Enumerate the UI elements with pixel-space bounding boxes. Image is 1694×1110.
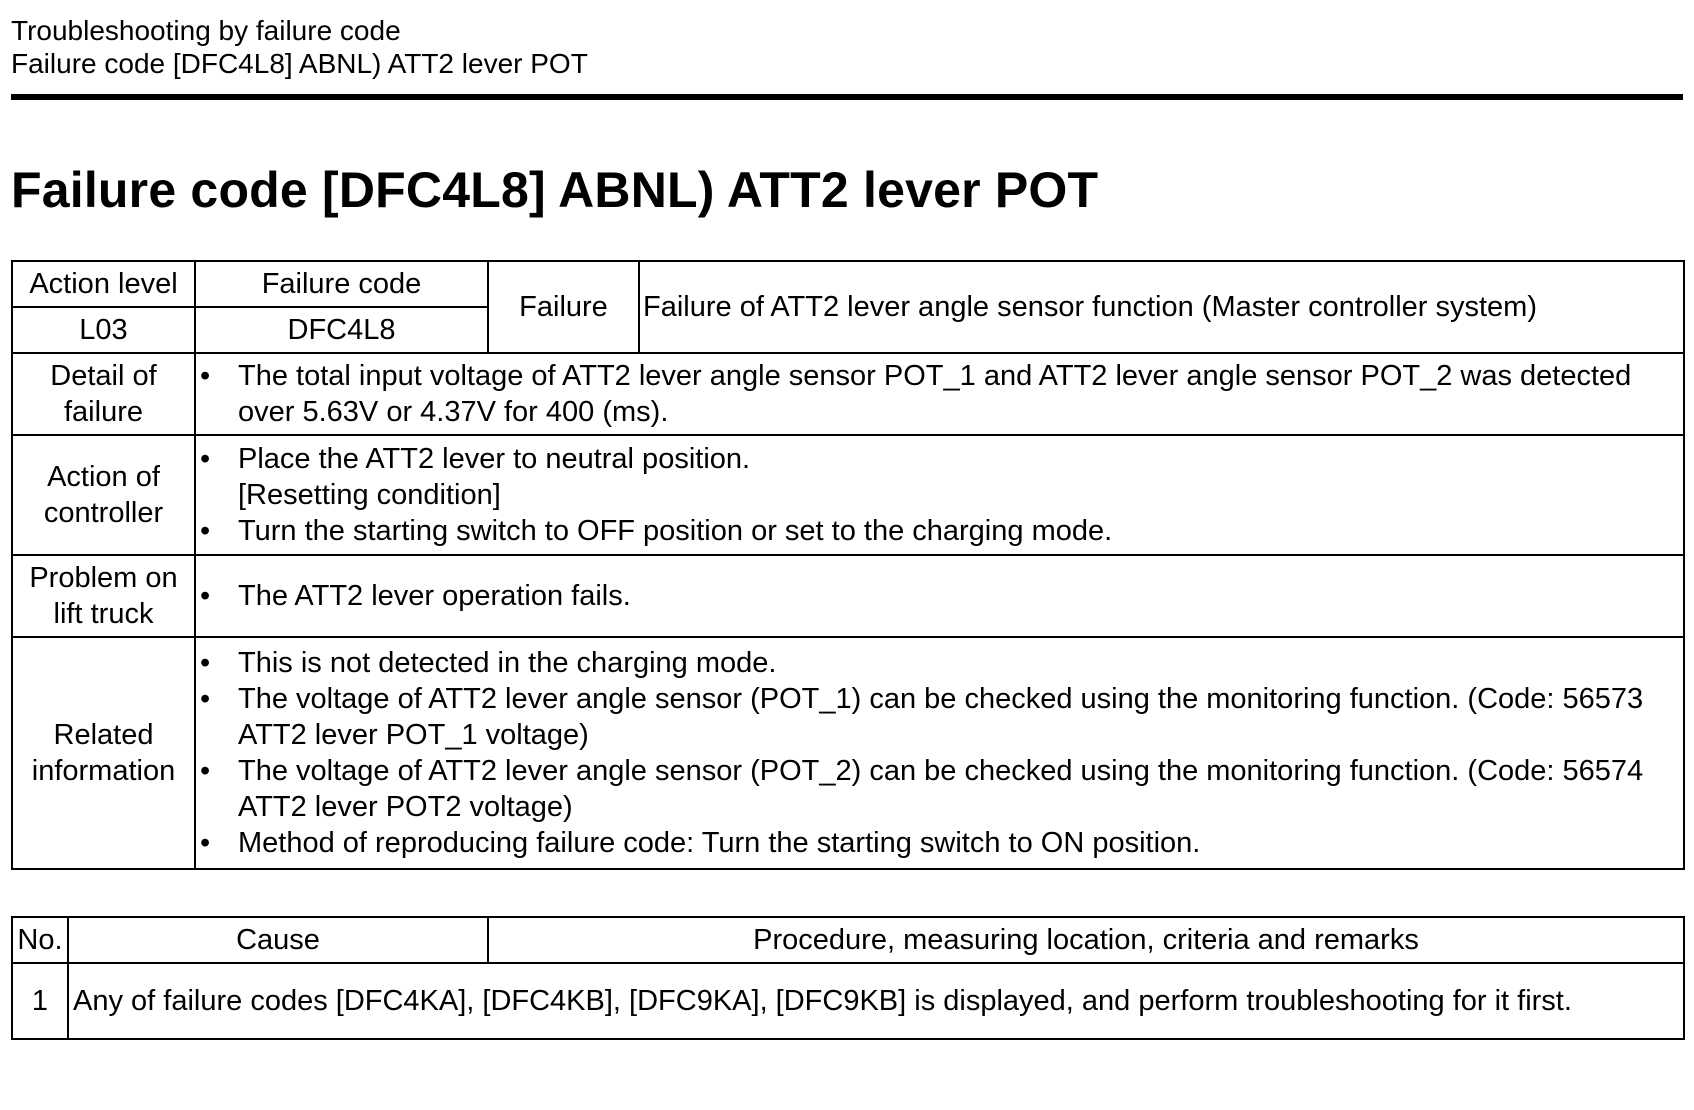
item-text: The voltage of ATT2 lever angle sensor (… (238, 683, 1644, 751)
info-row-label: Action of controller (11, 434, 196, 556)
bullet-icon: • (200, 827, 211, 859)
page-title: Failure code [DFC4L8] ABNL) ATT2 lever P… (11, 162, 1099, 218)
item-text: The voltage of ATT2 lever angle sensor (… (238, 755, 1644, 823)
bullet-item: • The voltage of ATT2 lever angle sensor … (200, 753, 1675, 825)
info-row-label: Related information (11, 636, 196, 870)
bullet-icon: • (200, 360, 211, 392)
column-header-no: No. (11, 916, 69, 964)
cause-number: 1 (11, 962, 69, 1040)
info-row-content: • The total input voltage of ATT2 lever a… (194, 352, 1685, 436)
item-text: This is not detected in the charging mod… (238, 647, 777, 679)
manual-page: Troubleshooting by failure code Failure … (11, 14, 1685, 1040)
info-row-content: • Place the ATT2 lever to neutral positio… (194, 434, 1685, 556)
item-text: The total input voltage of ATT2 lever an… (238, 360, 1632, 428)
column-header-cause: Cause (67, 916, 489, 964)
item-text: Turn the starting switch to OFF position… (238, 515, 1113, 547)
bullet-icon: • (200, 515, 211, 547)
running-header: Troubleshooting by failure code Failure … (11, 14, 1683, 80)
failure-description: Failure of ATT2 lever angle sensor funct… (638, 260, 1685, 354)
info-row: Action of controller• Place the ATT2 leve… (11, 434, 1685, 556)
failure-code-label: Failure code (194, 260, 489, 308)
cause-table-header-row: No. Cause Procedure, measuring location,… (11, 916, 1685, 964)
info-row-content: • The ATT2 lever operation fails. (194, 554, 1685, 638)
info-row-label: Problem on lift truck (11, 554, 196, 638)
cause-text: Any of failure codes [DFC4KA], [DFC4KB],… (67, 962, 1685, 1040)
section-title: Troubleshooting by failure code (11, 15, 401, 46)
plain-item: [Resetting condition] (200, 477, 1675, 513)
bullet-list: • The ATT2 lever operation fails. (200, 578, 1675, 614)
failure-code-value: DFC4L8 (194, 306, 489, 354)
column-header-procedure: Procedure, measuring location, criteria … (487, 916, 1685, 964)
bullet-icon: • (200, 755, 211, 787)
info-row: Related information• This is not detected… (11, 636, 1685, 870)
header-rule (11, 94, 1683, 100)
info-row: Problem on lift truck• The ATT2 lever ope… (11, 554, 1685, 638)
bullet-icon: • (200, 443, 211, 475)
bullet-list: • Place the ATT2 lever to neutral positio… (200, 441, 1675, 549)
item-text: Method of reproducing failure code: Turn… (238, 827, 1201, 859)
bullet-item: • Turn the starting switch to OFF positio… (200, 513, 1675, 549)
bullet-icon: • (200, 683, 211, 715)
bullet-item: • The total input voltage of ATT2 lever a… (200, 358, 1675, 430)
info-row-content: • This is not detected in the charging mo… (194, 636, 1685, 870)
bullet-item: • This is not detected in the charging mo… (200, 645, 1675, 681)
bullet-item: • Place the ATT2 lever to neutral positio… (200, 441, 1675, 477)
cause-table: No. Cause Procedure, measuring location,… (11, 916, 1685, 1040)
action-level-label: Action level (11, 260, 196, 308)
item-text: The ATT2 lever operation fails. (238, 580, 631, 612)
bullet-item: • The ATT2 lever operation fails. (200, 578, 1675, 614)
bullet-item: • Method of reproducing failure code: Tur… (200, 825, 1675, 861)
item-text: Place the ATT2 lever to neutral position… (238, 443, 751, 475)
info-value-row: L03 DFC4L8 (11, 306, 1684, 354)
failure-label: Failure (487, 260, 640, 354)
bullet-item: • The voltage of ATT2 lever angle sensor … (200, 681, 1675, 753)
item-text: [Resetting condition] (238, 479, 501, 511)
info-detail-rows: Detail of failure•The total input voltag… (11, 352, 1685, 870)
action-level-value: L03 (11, 306, 196, 354)
bullet-list: • This is not detected in the charging mo… (200, 645, 1675, 861)
bullet-list: • The total input voltage of ATT2 lever a… (200, 358, 1675, 430)
info-row-label: Detail of failure (11, 352, 196, 436)
info-header-row: Action level Failure code Failure Failur… (11, 260, 1685, 354)
subsection-title: Failure code [DFC4L8] ABNL) ATT2 lever P… (11, 48, 588, 79)
bullet-icon: • (200, 580, 211, 612)
bullet-icon: • (200, 647, 211, 679)
failure-info-table: Action level Failure code Failure Failur… (11, 260, 1685, 870)
info-row: Detail of failure• The total input voltag… (11, 352, 1685, 436)
